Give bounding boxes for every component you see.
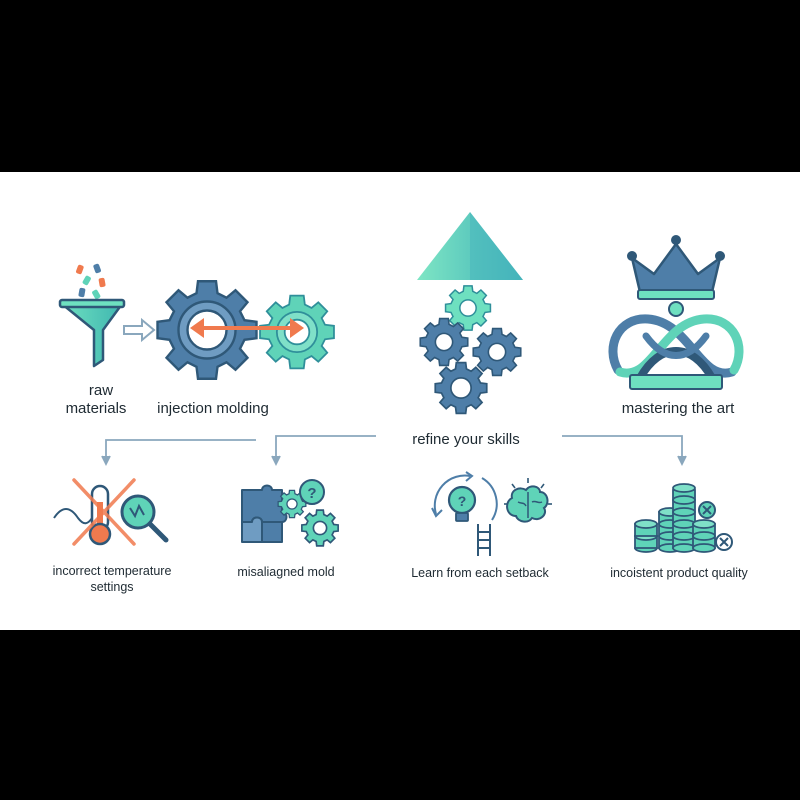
label-inconsistent-quality: incoistent product quality xyxy=(610,566,748,580)
connector-arrows xyxy=(101,435,687,467)
puzzle-icon xyxy=(241,484,288,543)
magnifier-icon xyxy=(120,494,169,543)
wave-icon xyxy=(53,508,93,525)
knot-icon xyxy=(608,314,744,390)
gear-icon xyxy=(301,509,339,547)
x-mark-icon xyxy=(72,478,136,546)
funnel-icon xyxy=(58,298,126,368)
label-incorrect-temperature-line2: settings xyxy=(90,580,134,594)
pyramid-icon xyxy=(417,212,523,280)
label-injection-molding: injection molding xyxy=(157,400,269,417)
label-misaligned-mold: misaliagned mold xyxy=(237,565,335,579)
letterbox-top xyxy=(0,0,800,172)
double-arrow-icon xyxy=(190,318,304,338)
label-raw-materials-line1: raw xyxy=(88,382,114,399)
coin-stack-icon xyxy=(634,483,716,553)
label-incorrect-temperature-line1: incorrect temperature xyxy=(52,564,172,578)
gear-icon xyxy=(434,361,488,415)
label-mastering-the-art: mastering the art xyxy=(621,400,735,417)
svg-text:?: ? xyxy=(307,485,316,502)
x-mark-icon xyxy=(715,533,733,551)
gear-icon xyxy=(277,489,307,519)
brain-icon xyxy=(504,478,552,523)
diagram-graphics: ? ? xyxy=(53,212,744,556)
label-raw-materials-line2: materials xyxy=(65,400,127,417)
x-mark-icon xyxy=(698,501,716,519)
letterbox-bottom xyxy=(0,630,800,800)
label-learn-from-setback: Learn from each setback xyxy=(411,566,549,580)
svg-text:?: ? xyxy=(458,493,467,509)
hollow-arrow-icon xyxy=(123,317,156,343)
gear-icon xyxy=(444,285,492,331)
pellets-icon xyxy=(76,263,106,300)
ladder-icon xyxy=(477,524,491,556)
diagram-canvas: ? ? xyxy=(0,172,800,630)
gear-icon xyxy=(472,327,522,377)
cycle-arrows-icon xyxy=(431,471,498,521)
question-icon: ? xyxy=(299,479,325,505)
label-refine-your-skills: refine your skills xyxy=(412,431,520,448)
crown-icon xyxy=(627,235,725,317)
gear-icon xyxy=(419,317,469,367)
lightbulb-icon: ? xyxy=(447,485,477,522)
